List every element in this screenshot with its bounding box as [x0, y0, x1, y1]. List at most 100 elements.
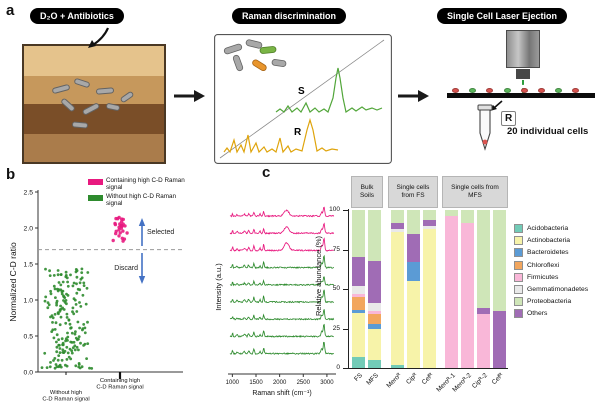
bar-segment	[368, 328, 381, 361]
group-header-bulk-soils: Bulk Soils	[351, 176, 383, 208]
bar-segment	[368, 210, 381, 261]
legend-swatch-high-cd	[88, 179, 103, 185]
raman-spectrum	[229, 222, 335, 235]
bar-segment	[368, 360, 381, 368]
svg-text:2500: 2500	[297, 380, 311, 386]
c-y-ticklabel: 75	[332, 245, 340, 253]
legend-item-actinobacteria: Actinobacteria	[514, 236, 588, 246]
legend-label: Gemmatimonadetes	[527, 285, 589, 293]
stacked-bar-Cefᴿ	[423, 210, 436, 368]
svg-text:2000: 2000	[273, 380, 287, 386]
svg-text:Selected: Selected	[147, 229, 174, 236]
bar-segment	[352, 356, 365, 368]
sample-stage	[447, 93, 595, 98]
legend-swatch-no-cd	[88, 194, 103, 201]
bar-segment	[407, 210, 420, 234]
panel-c-label: c	[262, 164, 271, 181]
svg-text:C-D Raman signal: C-D Raman signal	[42, 397, 89, 403]
stacked-bar-Cefᴿ	[493, 210, 506, 368]
bar-segment	[493, 311, 506, 368]
legend-label: Chloroflexi	[527, 261, 560, 269]
svg-text:Normalized C-D ratio: Normalized C-D ratio	[8, 242, 18, 322]
legend-item-bacteroidetes: Bacteroidetes	[514, 248, 588, 258]
svg-text:2.5: 2.5	[24, 189, 34, 196]
c-y-ticklabel: 0	[336, 364, 340, 371]
bar-segment	[368, 311, 381, 315]
bar-segment	[368, 260, 381, 304]
stacked-bar-Meroᴿ	[391, 210, 404, 368]
legend-item-no-cd: Without high C-D Raman signal	[88, 193, 192, 208]
ejected-cell-dot	[520, 88, 528, 93]
svg-text:1.0: 1.0	[24, 297, 34, 304]
bar-segment	[352, 293, 365, 297]
bar-segment	[407, 262, 420, 282]
svg-text:C-D Raman signal: C-D Raman signal	[96, 385, 143, 391]
legend-item-chloroflexi: Chloroflexi	[514, 260, 588, 270]
c-y-axis-line	[348, 209, 349, 369]
ejected-cell-dot	[572, 88, 580, 93]
legend-item-acidobacteria: Acidobacteria	[514, 224, 588, 233]
group-header-fs-cells: Single cells from FS	[388, 176, 438, 208]
step3-title: Single Cell Laser Ejection	[437, 8, 568, 24]
legend-swatch	[514, 236, 523, 246]
c-y-ticklabel: 100	[329, 206, 340, 213]
svg-text:Discard: Discard	[114, 265, 138, 272]
sensitive-spectrum-curve	[275, 67, 383, 113]
legend-item-firmicutes: Firmicutes	[514, 272, 588, 282]
legend-label: Actinobacteria	[527, 237, 571, 245]
c-y-tickmark	[343, 368, 348, 369]
bar-segment	[391, 364, 404, 368]
raman-spectrum	[229, 289, 334, 304]
bar-segment	[391, 222, 404, 229]
svg-text:1000: 1000	[226, 380, 240, 386]
bar-segment	[368, 314, 381, 324]
bacterium-rod	[119, 90, 135, 104]
workflow-arrow-1-icon	[174, 90, 205, 102]
legend-swatch	[514, 309, 523, 319]
resistant-spectrum-label: R	[294, 127, 302, 138]
bar-segment	[407, 233, 420, 263]
c-y-ticklabel: 25	[332, 324, 340, 332]
scatter-legend: Containing high C-D Raman signal Without…	[88, 177, 192, 209]
bacterium-rod	[95, 87, 115, 95]
bar-segment	[352, 309, 365, 313]
c-y-ticklabel: 50	[332, 285, 340, 292]
bar-segment	[477, 210, 490, 309]
raman-spectrum	[229, 206, 335, 218]
bar-segment	[391, 210, 404, 223]
legend-swatch	[514, 297, 523, 307]
legend-swatch	[514, 248, 523, 258]
legend-label: Others	[527, 310, 548, 318]
laser-nozzle	[516, 69, 530, 79]
bar-segment	[352, 296, 365, 310]
raman-spectrum	[229, 254, 335, 270]
bacterium-rod	[60, 97, 76, 113]
legend-item-others: Others	[514, 309, 588, 319]
raman-spectrum	[229, 276, 335, 287]
spectra-x-axis-label: Raman shift (cm⁻¹)	[252, 390, 311, 397]
sensitive-spectrum-label: S	[298, 86, 305, 97]
collection-tube-icon	[477, 104, 493, 151]
scatter-axes: 0.00.51.01.52.02.5	[24, 189, 183, 376]
bar-segment	[461, 222, 474, 368]
stacked-bar-Cipᴿ-2	[477, 210, 490, 368]
step2-title: Raman discrimination	[232, 8, 347, 24]
stacked-bar-Meroᴿ-1	[445, 210, 458, 368]
resistant-spectrum-curve	[223, 117, 339, 154]
panel-a-label: a	[6, 2, 15, 19]
stacked-bar-Meroᴿ-2	[461, 210, 474, 368]
legend-label-no-cd: Without high C-D Raman signal	[106, 192, 176, 208]
stacked-bar-Cipᴿ	[407, 210, 420, 368]
c-y-tickmark	[343, 210, 348, 211]
bar-segment	[423, 229, 436, 368]
cd-ratio-scatter-plot: 0.00.51.01.52.02.5 Normalized C-D ratio Se…	[8, 189, 183, 403]
scatter-y-axis-label: Normalized C-D ratio	[8, 242, 18, 322]
legend-item-gemmatimonadetes: Gemmatimonadetes	[514, 284, 589, 294]
svg-text:Intensity (a.u.): Intensity (a.u.)	[214, 263, 223, 311]
bar-segment	[352, 210, 365, 258]
panel-b-label: b	[6, 166, 16, 183]
legend-label-high-cd: Containing high C-D Raman signal	[106, 177, 185, 192]
